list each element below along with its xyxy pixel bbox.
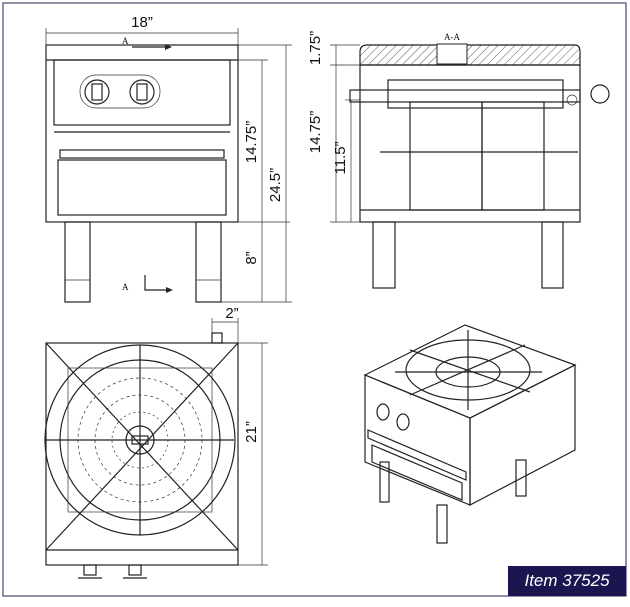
knob-icon bbox=[566, 84, 610, 106]
depth-dimension: 21” bbox=[243, 421, 260, 443]
knob-icon bbox=[84, 79, 110, 105]
frame-border bbox=[2, 2, 627, 597]
knob-icon bbox=[129, 79, 155, 105]
total-height-dimension: 24.5” bbox=[267, 168, 284, 202]
body-height-dimension: 14.75” bbox=[307, 111, 324, 154]
pipe-offset-dimension: 2” bbox=[225, 305, 238, 322]
section-title: A-A bbox=[444, 32, 460, 42]
side-section-view: A-A 1.75” 14.75” 11.5” bbox=[307, 31, 610, 289]
front-view: 18” A A 14.75” 24.5” 8” bbox=[45, 14, 292, 303]
isometric-view bbox=[363, 324, 577, 544]
top-thickness-dimension: 1.75” bbox=[307, 31, 324, 65]
section-marker-bottom: A bbox=[122, 282, 129, 292]
top-view: 2” 21” bbox=[44, 305, 268, 579]
item-label: Item 37525 bbox=[508, 566, 626, 596]
shelf-height-dimension: 11.5” bbox=[332, 141, 349, 174]
section-marker-top: A bbox=[122, 36, 129, 46]
knob-icon bbox=[78, 564, 102, 579]
cabinet-height-dimension: 14.75” bbox=[243, 121, 260, 164]
width-dimension: 18” bbox=[131, 14, 153, 31]
leg-height-dimension: 8” bbox=[243, 251, 260, 264]
knob-icon bbox=[123, 564, 147, 579]
knob-icon bbox=[376, 403, 410, 431]
